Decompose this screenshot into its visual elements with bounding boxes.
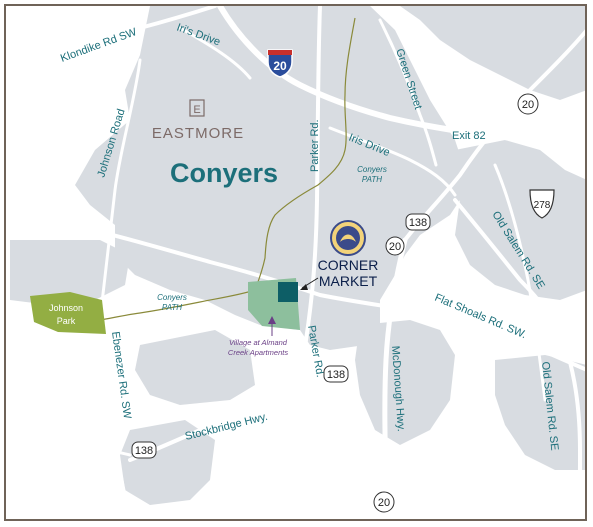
city-label-conyers: Conyers <box>170 158 278 188</box>
urban-areas <box>10 6 587 505</box>
road-label-ebenezer: Ebenezer Rd. SW <box>109 331 133 420</box>
johnson-park-label-2: Park <box>57 316 76 326</box>
sr20-shield-south: 20 <box>373 491 395 513</box>
sr138-a-number: 138 <box>409 217 427 229</box>
interstate-20-shield: 20 <box>267 49 293 78</box>
road-label-klondike: Klondike Rd SW <box>59 26 139 65</box>
sr20-ne-number: 20 <box>522 99 534 111</box>
corner-market-arrowhead <box>300 284 308 290</box>
conyers-path-label-2a: Conyers <box>157 293 187 302</box>
sr20-south-number: 20 <box>378 497 390 509</box>
road-label-exit82: Exit 82 <box>452 130 486 142</box>
eastmore-logo-mark: E <box>193 104 200 116</box>
sr138-b-number: 138 <box>327 369 345 381</box>
sr138-c-number: 138 <box>135 445 153 457</box>
corner-market-logo <box>330 220 366 256</box>
conyers-path-label-1a: Conyers <box>357 165 387 174</box>
road-label-stockbridge: Stockbridge Hwy. <box>184 411 269 443</box>
sr20-center-number: 20 <box>389 241 401 253</box>
conyers-path-label-2b: PATH <box>162 303 182 312</box>
sr138-shield-c: 138 <box>131 441 157 459</box>
corner-market-label-2: MARKET <box>319 273 378 289</box>
eastmore-logo-icon <box>189 99 205 117</box>
us-278-shield: 278 <box>529 189 555 219</box>
johnson-park-label-1: Johnson <box>49 303 83 313</box>
village-label-2: Creek Apartments <box>228 348 288 357</box>
conyers-path-label-1b: PATH <box>362 175 382 184</box>
i20-number: 20 <box>273 59 287 73</box>
corner-market-site[interactable] <box>278 282 298 302</box>
sr138-shield-a: 138 <box>405 213 431 231</box>
eastmore-label: EASTMORE <box>152 125 244 142</box>
road-label-mcdonough: McDonough Hwy. <box>389 345 407 432</box>
us278-number: 278 <box>534 200 551 211</box>
village-arrowhead <box>268 316 276 324</box>
road-label-parker-north: Parker Rd. <box>309 119 321 172</box>
johnson-park[interactable]: Johnson Park <box>30 292 106 334</box>
sr138-shield-b: 138 <box>323 365 349 383</box>
sr20-shield-center: 20 <box>385 236 405 256</box>
village-label-1: Village at Almand <box>229 338 288 347</box>
corner-market-label-1: CORNER <box>318 257 379 273</box>
sr20-shield-ne: 20 <box>517 93 539 115</box>
conyers-path-trail <box>99 17 356 321</box>
